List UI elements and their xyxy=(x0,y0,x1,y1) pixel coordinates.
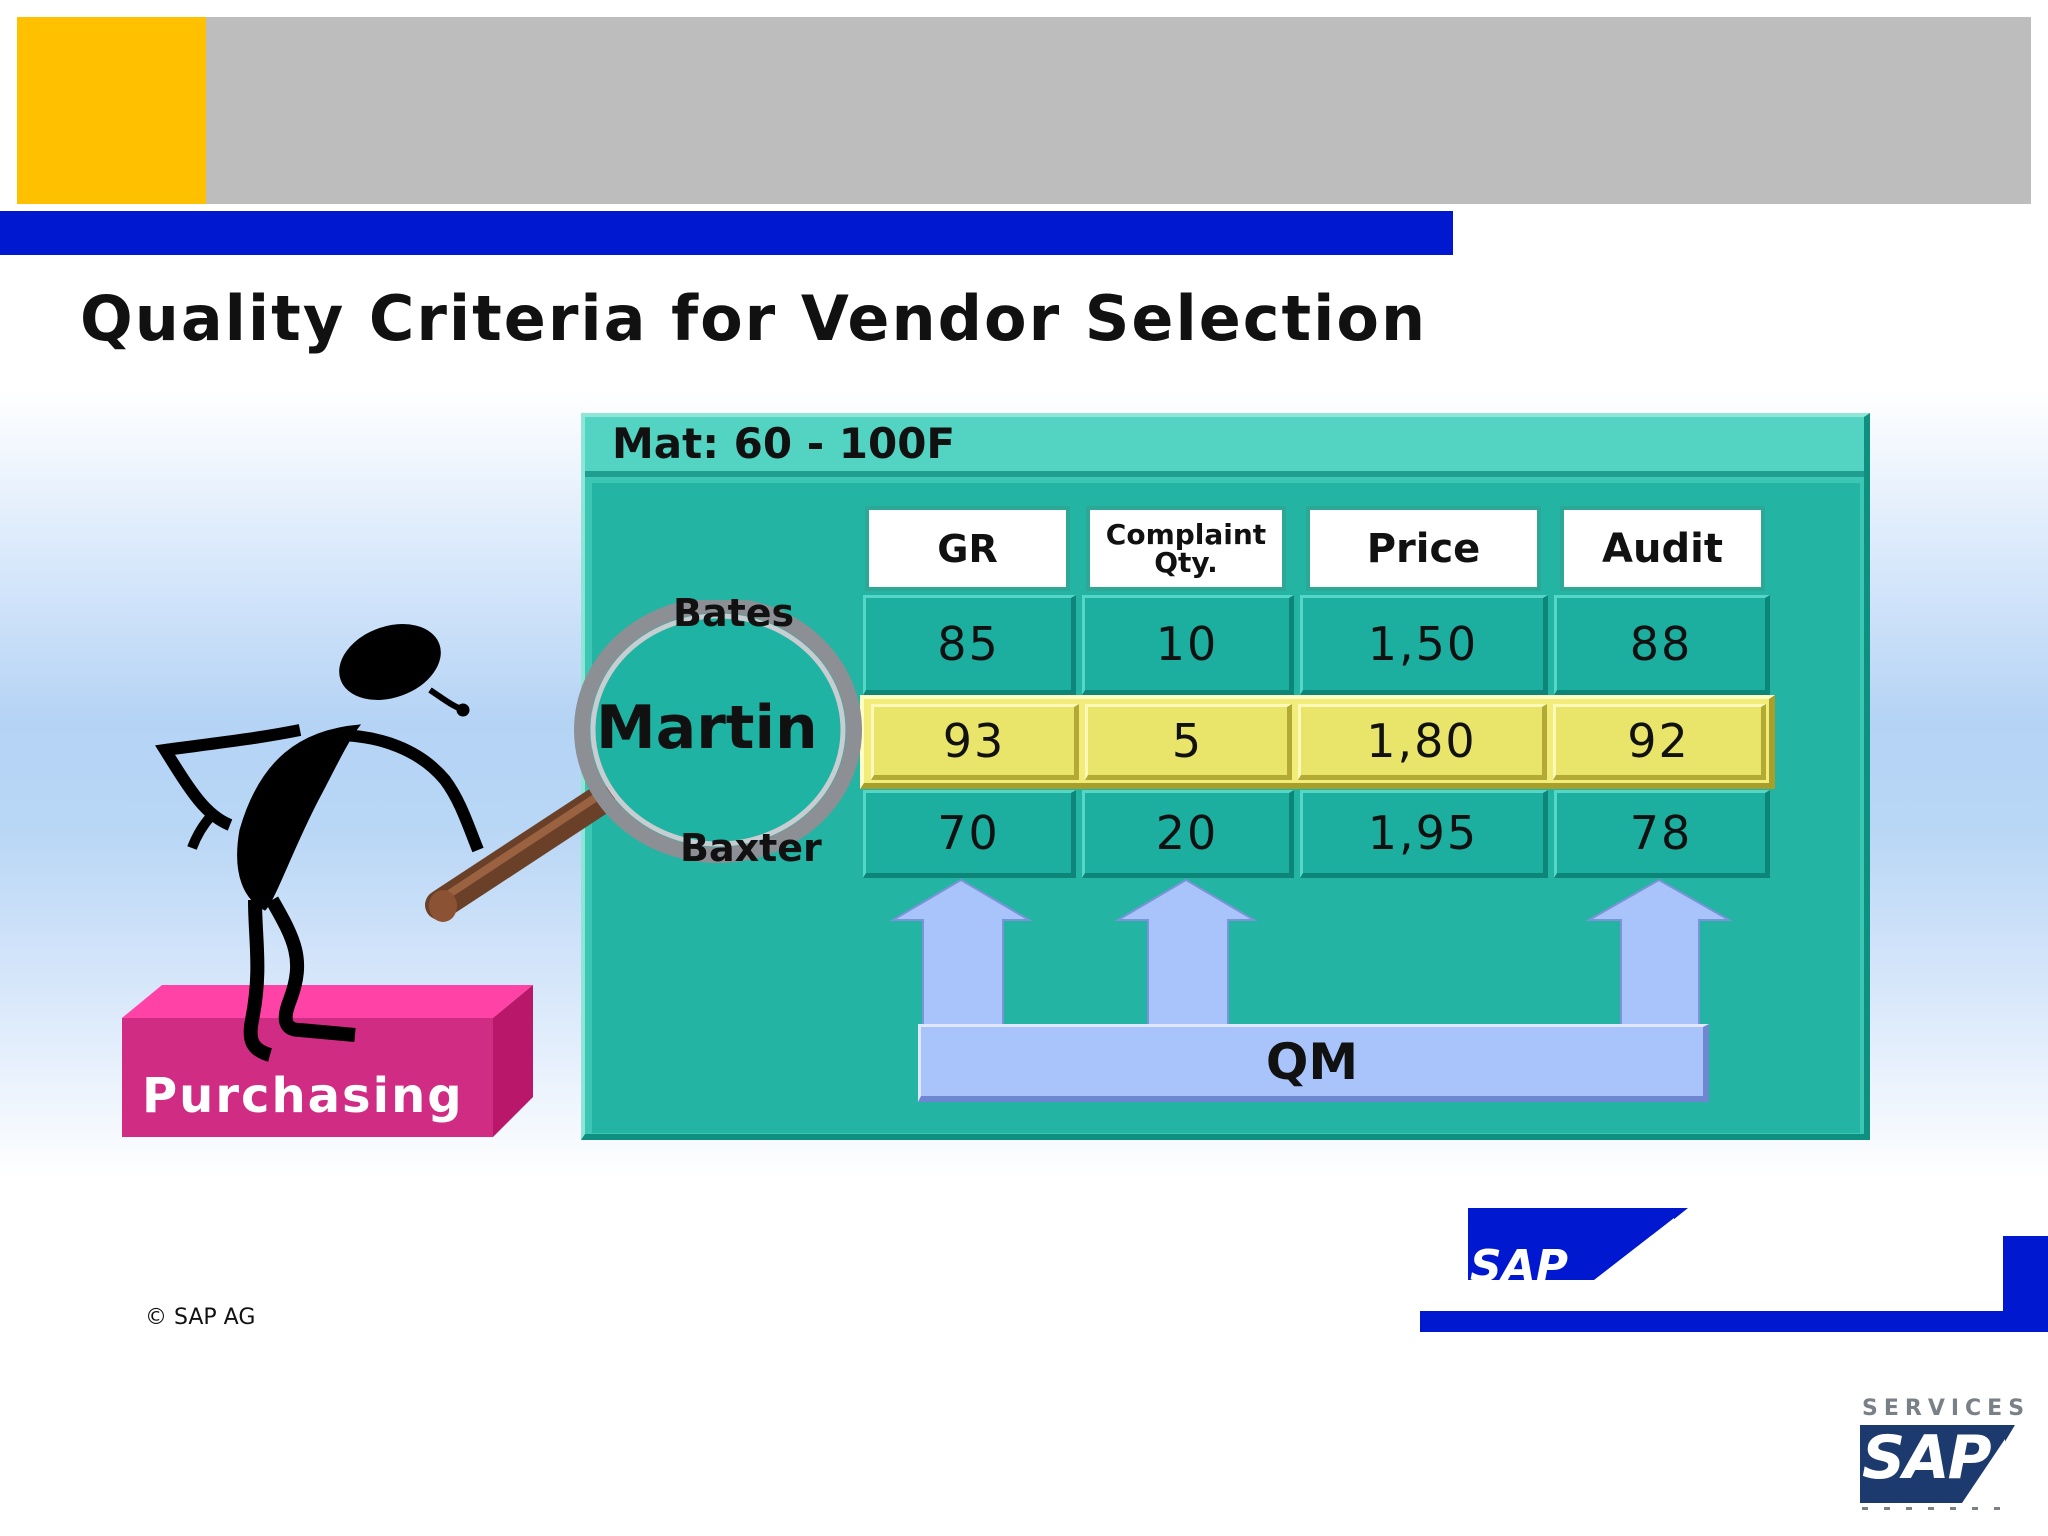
header-bar xyxy=(206,17,2031,204)
header-accent-block xyxy=(17,17,206,204)
arrow-complaint xyxy=(1114,878,1258,1036)
sap-logo-text: SAP xyxy=(1470,1241,1568,1292)
cell-bates-audit: 88 xyxy=(1554,595,1770,695)
footer-blue-stripe xyxy=(1420,1311,2048,1332)
cell-bates-gr: 85 xyxy=(863,595,1076,695)
cell-baxter-complaint-qty: 20 xyxy=(1082,790,1294,878)
cell-martin-audit: 92 xyxy=(1553,704,1766,780)
arrow-gr xyxy=(889,878,1033,1036)
vendor-label-bates: Bates xyxy=(673,591,795,635)
purchaser-illustration xyxy=(122,600,862,1137)
arrow-audit xyxy=(1586,878,1733,1036)
partner-dots xyxy=(1862,1507,2000,1510)
column-header-complaint-qty: Complaint Qty. xyxy=(1086,506,1286,591)
magnifier-handle xyxy=(425,785,615,922)
magnifier-lens xyxy=(574,600,862,863)
column-header-price: Price xyxy=(1306,506,1541,591)
qm-arrow-audit xyxy=(1586,878,1733,1036)
vendor-label-baxter: Baxter xyxy=(680,826,822,870)
footer-blue-block xyxy=(2003,1236,2048,1312)
sap-services-label: SERVICES xyxy=(1862,1396,2031,1421)
cell-bates-price: 1,50 xyxy=(1300,595,1548,695)
cell-martin-complaint-qty: 5 xyxy=(1085,704,1292,780)
sap-logo xyxy=(1468,1208,1688,1280)
column-header-audit: Audit xyxy=(1560,506,1765,591)
sap-partner-logo xyxy=(1860,1425,2015,1510)
vendor-label-martin: Martin xyxy=(596,693,818,763)
qm-arrows xyxy=(889,878,1258,1036)
purchasing-platform xyxy=(122,985,533,1137)
header-blue-stripe xyxy=(0,211,1453,255)
copyright-text: © SAP AG xyxy=(145,1305,256,1330)
cell-martin-gr: 93 xyxy=(871,704,1079,780)
slide-title: Quality Criteria for Vendor Selection xyxy=(80,282,1428,355)
cell-bates-complaint-qty: 10 xyxy=(1082,595,1294,695)
qm-bar: QM xyxy=(918,1024,1709,1102)
stick-figure xyxy=(155,624,484,1062)
cell-martin-price: 1,80 xyxy=(1298,704,1547,780)
column-header-gr: GR xyxy=(865,506,1070,591)
cell-baxter-audit: 78 xyxy=(1554,790,1770,878)
cell-baxter-gr: 70 xyxy=(863,790,1076,878)
sap-partner-logo-text: SAP xyxy=(1862,1423,1992,1493)
panel-header xyxy=(585,417,1864,477)
purchasing-label: Purchasing xyxy=(142,1068,464,1124)
cell-baxter-price: 1,95 xyxy=(1300,790,1548,878)
material-label: Mat: 60 - 100F xyxy=(612,419,956,468)
